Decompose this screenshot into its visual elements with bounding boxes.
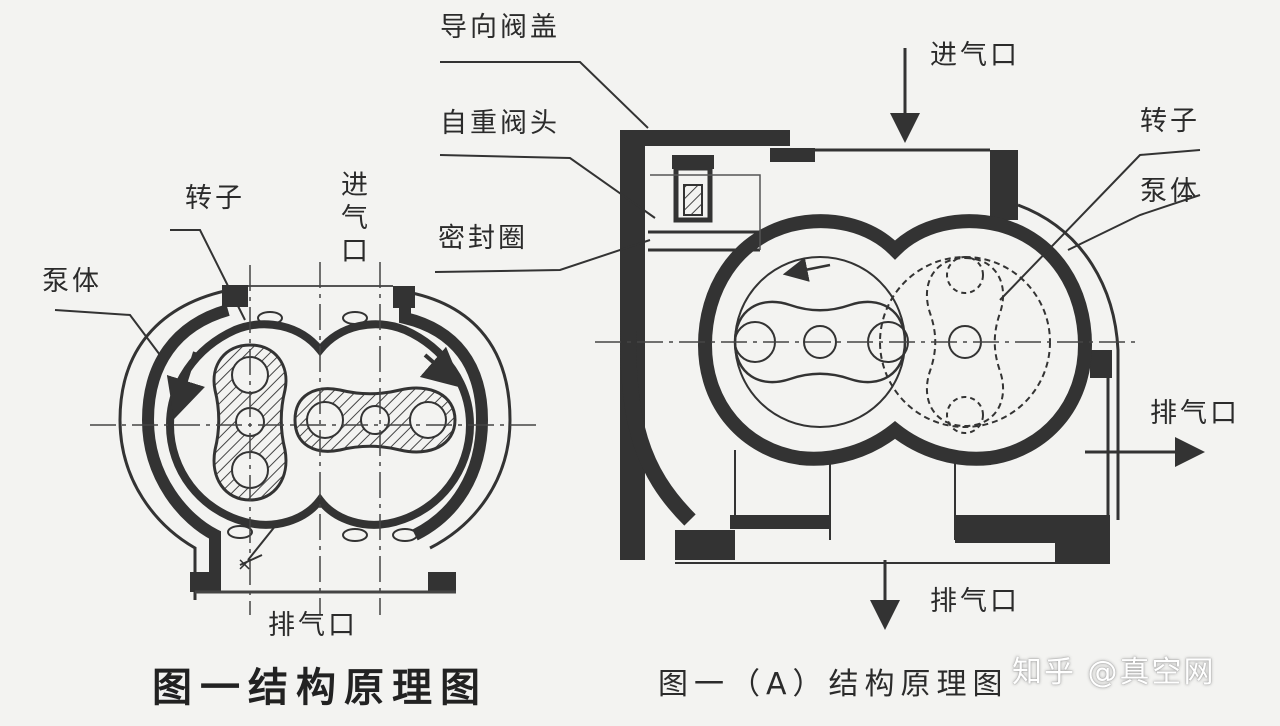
right-base-left-block: [675, 530, 735, 560]
left-x-mark: ×: [237, 554, 252, 575]
right-base-right-block: [955, 515, 1110, 543]
right-housing-right-shell: [1017, 203, 1120, 520]
left-label-rotor: 转子: [185, 183, 245, 214]
right-label-gravity-valve-head: 自重阀头: [440, 108, 560, 139]
left-leader-rotor: [170, 229, 246, 321]
left-label-inlet: 进气口: [336, 170, 367, 269]
left-rotor-horizontal-hole-left: [306, 401, 344, 439]
right-figure-caption: 图一（A）结构原理图: [658, 667, 1009, 702]
left-inlet-flange-right: [393, 286, 415, 308]
right-rotor-right-hub-bottom: [946, 396, 984, 434]
right-exhaust-port: [1090, 350, 1112, 378]
right-housing-top-left: [620, 130, 790, 146]
left-inlet-flange-left: [222, 285, 248, 307]
right-label-seal-ring: 密封圈: [438, 223, 528, 254]
right-leader-seal-ring: [434, 239, 651, 273]
right-label-pump-body: 泵体: [1140, 176, 1200, 207]
right-leader-rotor: [999, 149, 1201, 301]
left-outlet-flange-right: [428, 572, 456, 592]
right-rotor-right-lobe: [925, 256, 1005, 428]
right-rotation-arrow: [782, 257, 831, 282]
right-label-rotor: 转子: [1140, 106, 1200, 137]
left-leader-pump-body: [54, 309, 161, 356]
left-rotation-arrow-left: [166, 351, 206, 420]
right-rotor-bore: [697, 214, 1093, 466]
left-pump-casing: [118, 286, 512, 600]
left-lobe-bottom-2: [342, 528, 368, 542]
right-valve-chamber: [650, 174, 761, 250]
right-leader-pump-body: [1067, 194, 1201, 251]
left-rotor-horizontal-hole-mid: [360, 405, 390, 435]
left-lobe-bottom-3: [392, 528, 418, 542]
right-housing-top-step: [770, 148, 815, 162]
right-valve-head: [683, 184, 703, 216]
right-label-guide-valve-cover: 导向阀盖: [440, 12, 560, 43]
left-label-outlet: 排气口: [268, 610, 358, 641]
left-lobe-bottom-1: [227, 525, 253, 539]
right-leader-guide-valve-cover: [440, 61, 649, 129]
left-pump-inner-wall: [141, 300, 489, 591]
left-rotation-arrow-right: [419, 346, 464, 389]
right-rotor-left-hub-center: [803, 325, 837, 359]
left-lobe-top-2: [342, 311, 368, 325]
left-leader-bottom: [239, 519, 281, 566]
watermark: 知乎 @真空网: [1012, 655, 1216, 690]
left-pump-diagram: ×: [54, 229, 540, 615]
right-housing-top-right-post: [990, 150, 1018, 220]
left-rotor-horizontal-hole-right: [409, 401, 447, 439]
left-label-pump-body: 泵体: [42, 266, 102, 297]
right-valve-body: [673, 165, 713, 223]
left-lobe-top-1: [257, 311, 283, 325]
right-rotor-right-hub-top: [946, 256, 984, 294]
right-label-inlet: 进气口: [930, 40, 1020, 71]
left-figure-caption: 图一结构原理图: [152, 665, 488, 711]
right-base-mid-left: [730, 515, 830, 529]
right-leader-gravity-valve-head: [439, 154, 656, 219]
right-label-exhaust-side: 排气口: [1150, 398, 1240, 429]
right-base-right-foot: [1055, 540, 1110, 564]
right-pump-diagram: [434, 48, 1205, 630]
left-outlet-flange-left: [190, 572, 218, 592]
right-housing-curve: [620, 135, 696, 526]
right-label-exhaust-bottom: 排气口: [930, 586, 1020, 617]
